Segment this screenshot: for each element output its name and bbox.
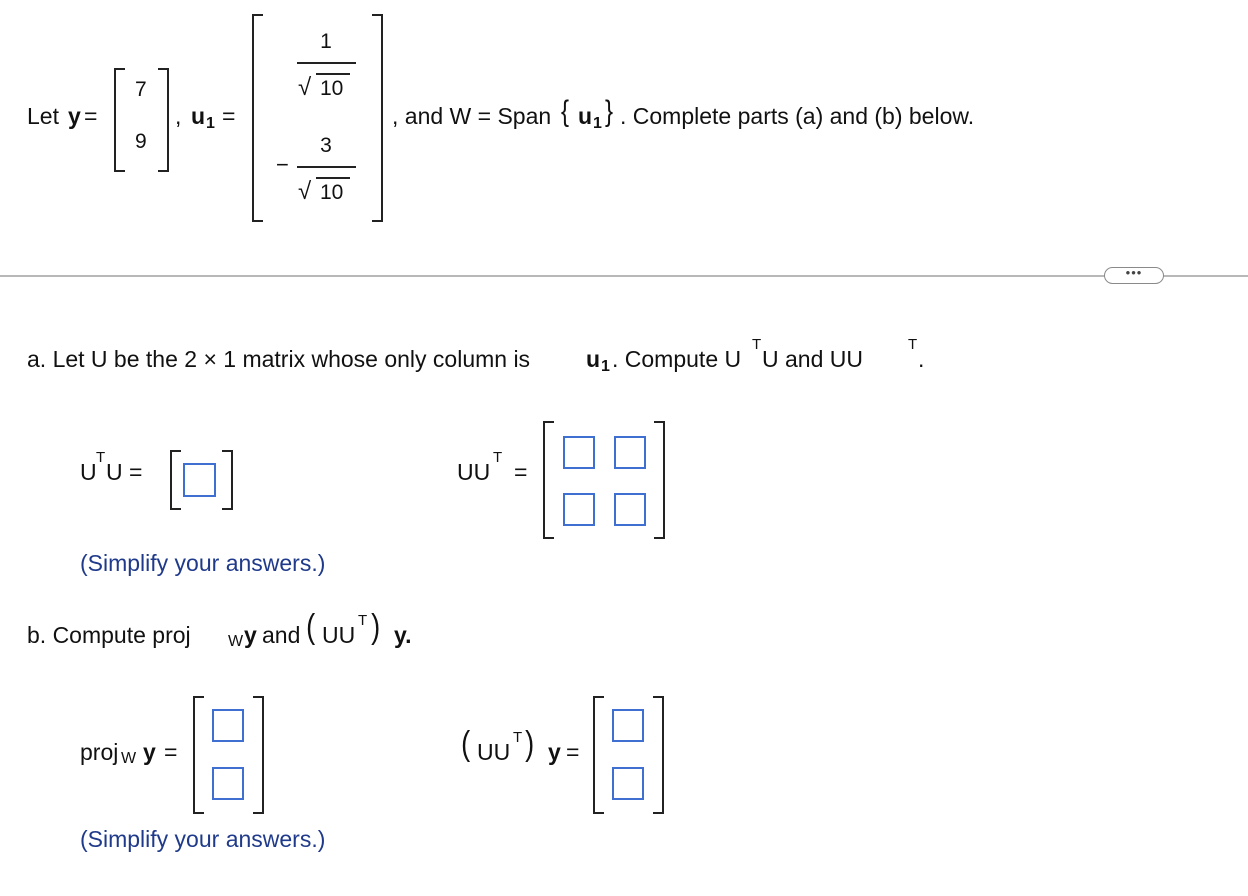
- span-u-variable: u: [578, 103, 593, 129]
- utu-left-bracket: [170, 450, 181, 510]
- uut-left-bracket: [543, 421, 554, 539]
- uut-answer-r1c2[interactable]: [614, 436, 646, 469]
- proj-label: proj: [80, 739, 119, 765]
- u1-entry1-fraction-bar: [297, 62, 356, 64]
- u1-right-bracket: [372, 14, 383, 222]
- part-a-transpose-2: T: [908, 336, 918, 353]
- proj-y-variable: y: [143, 739, 156, 765]
- uuty-left-bracket: [593, 696, 604, 814]
- part-a-prompt: a. Let U be the 2 × 1 matrix whose only …: [27, 346, 531, 372]
- uuty-equals: =: [566, 739, 580, 765]
- uuty-open-paren: (: [461, 725, 471, 763]
- part-a-compute-text: . Compute U: [612, 346, 742, 372]
- sqrt-symbol-2: √: [298, 178, 312, 205]
- part-b-and: and: [262, 622, 301, 648]
- utu-u1: U: [80, 459, 97, 485]
- span-open-brace: {: [561, 95, 570, 128]
- u1-entry2-minus-sign: −: [276, 152, 289, 177]
- part-a-u1-variable: u: [586, 346, 601, 372]
- part-b-open-paren: (: [306, 608, 316, 646]
- utu-answer-input[interactable]: [183, 463, 216, 497]
- part-a-period: .: [918, 346, 925, 372]
- sqrt-vinculum-1: [316, 73, 350, 75]
- proj-left-bracket: [193, 696, 204, 814]
- part-b-prompt: b. Compute proj: [27, 622, 191, 648]
- section-divider: [0, 275, 1248, 277]
- uut-answer-r1c1[interactable]: [563, 436, 595, 469]
- u1-entry2-denominator: 10: [320, 181, 344, 204]
- complete-instruction: . Complete parts (a) and (b) below.: [620, 103, 975, 129]
- comma: ,: [175, 103, 182, 129]
- uut-equals: =: [514, 459, 528, 485]
- u1-entry1-numerator: 1: [320, 30, 332, 53]
- u1-entry2-numerator: 3: [320, 134, 332, 157]
- uut-uu: UU: [457, 459, 491, 485]
- uuty-y-variable: y: [548, 739, 561, 765]
- equals-sign-2: =: [222, 103, 236, 129]
- part-b-transpose: T: [358, 612, 368, 629]
- utu-right-bracket: [222, 450, 233, 510]
- and-w-span-text: , and W = Span: [392, 103, 552, 129]
- u1-entry2-fraction-bar: [297, 166, 356, 168]
- part-a-u1-subscript: 1: [601, 358, 610, 375]
- proj-answer-r2[interactable]: [212, 767, 244, 800]
- part-a-mid-text: U and UU: [762, 346, 863, 372]
- y-variable: y: [68, 103, 81, 129]
- uuty-answer-r2[interactable]: [612, 767, 644, 800]
- y-right-bracket: [158, 68, 169, 172]
- u1-entry1-denominator: 10: [320, 77, 344, 100]
- u1-subscript: 1: [206, 115, 215, 132]
- sqrt-symbol-1: √: [298, 74, 312, 101]
- y-entry-1: 7: [135, 78, 147, 101]
- uuty-uu: UU: [477, 739, 511, 765]
- uuty-transpose: T: [513, 729, 523, 746]
- uut-transpose: T: [493, 449, 503, 466]
- proj-right-bracket: [253, 696, 264, 814]
- more-options-button[interactable]: •••: [1104, 266, 1164, 284]
- part-a-transpose-1: T: [752, 336, 762, 353]
- proj-answer-r1[interactable]: [212, 709, 244, 742]
- part-a-simplify-hint: (Simplify your answers.): [80, 550, 326, 576]
- utu-u2-eq: U =: [106, 459, 143, 485]
- uut-right-bracket: [654, 421, 665, 539]
- y-left-bracket: [114, 68, 125, 172]
- uuty-answer-r1[interactable]: [612, 709, 644, 742]
- proj-sub-w: W: [121, 750, 137, 767]
- part-b-y-variable: y: [244, 622, 257, 648]
- part-b-close-paren: ): [371, 608, 381, 646]
- part-b-simplify-hint: (Simplify your answers.): [80, 826, 326, 852]
- span-u-subscript: 1: [593, 115, 602, 132]
- uut-answer-r2c2[interactable]: [614, 493, 646, 526]
- let-label: Let: [27, 103, 59, 129]
- y-entry-2: 9: [135, 130, 147, 153]
- uut-answer-r2c1[interactable]: [563, 493, 595, 526]
- part-b-y-end: y.: [394, 622, 412, 648]
- uuty-close-paren: ): [525, 725, 535, 763]
- u1-variable: u: [191, 103, 206, 129]
- u1-left-bracket: [252, 14, 263, 222]
- span-close-brace: }: [605, 95, 614, 128]
- uuty-right-bracket: [653, 696, 664, 814]
- part-b-uu: UU: [322, 622, 356, 648]
- sqrt-vinculum-2: [316, 177, 350, 179]
- utu-transpose: T: [96, 449, 106, 466]
- equals-sign: =: [84, 103, 98, 129]
- part-b-sub-w: W: [228, 633, 244, 650]
- proj-equals: =: [164, 739, 178, 765]
